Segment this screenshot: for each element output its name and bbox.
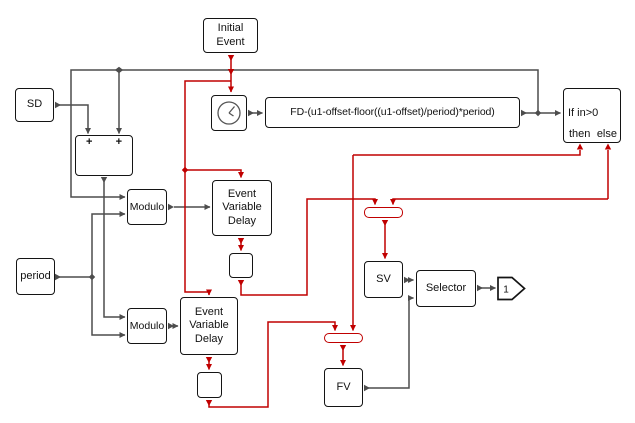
fv-block[interactable]: FV — [324, 368, 363, 407]
delay-bottom-output-port — [205, 357, 213, 363]
wire-register2-to-merge2[interactable] — [208, 321, 338, 408]
wire-event-to-delay-bottom[interactable] — [184, 80, 231, 296]
delay-top-output-port — [237, 238, 245, 244]
sv-block[interactable]: SV — [364, 261, 403, 298]
fv-label: FV — [336, 380, 351, 393]
wire-fv-to-selector[interactable] — [368, 295, 414, 389]
register2-output-port — [205, 400, 213, 406]
initial-event-label: Initial Event — [216, 22, 245, 48]
expression-block[interactable]: FD-(u1-offset-floor((u1-offset)/period)*… — [265, 97, 520, 128]
clock-output-port — [248, 109, 254, 117]
if-then-label: then — [569, 128, 591, 140]
event-variable-delay-bottom-block[interactable]: Event Variable Delay — [180, 297, 238, 355]
if-condition-label: If in>0 — [568, 107, 599, 119]
event-variable-delay-bottom-label: Event Variable Delay — [189, 305, 229, 345]
period-block[interactable]: period — [16, 258, 55, 295]
register2-block[interactable] — [197, 372, 222, 398]
wire-period-to-modulo-bottom[interactable] — [91, 277, 126, 338]
wire-register1-to-merge1[interactable] — [240, 198, 378, 296]
wire-period-to-modulo-top[interactable] — [91, 211, 126, 277]
junction-feedback-top[interactable] — [114, 66, 124, 74]
wire-to-then-input[interactable] — [353, 150, 581, 156]
modulo-bottom-block[interactable]: Modulo — [127, 308, 167, 344]
modulo-top-output-port — [168, 203, 174, 211]
modulo-bottom-output-port — [168, 322, 174, 330]
junction-expression-branch[interactable] — [534, 109, 542, 117]
register1-block[interactable] — [229, 253, 253, 278]
output-port-1[interactable]: 1 — [497, 276, 526, 301]
event-line-arrowhead — [227, 69, 235, 75]
if-block[interactable]: If in>0 then else — [563, 88, 621, 143]
sv-label: SV — [376, 272, 391, 285]
sd-label: SD — [26, 98, 43, 111]
fv-output-port — [364, 384, 370, 392]
wire-else-to-merge1[interactable] — [390, 198, 608, 205]
merge2-block[interactable] — [324, 333, 363, 343]
clock-icon — [217, 101, 241, 125]
wire-sd-to-adder[interactable] — [57, 104, 91, 134]
period-output-port — [55, 273, 61, 281]
selector-label: Selector — [425, 281, 467, 294]
if-else-label: else — [596, 128, 617, 140]
else-input-arrowhead — [604, 143, 612, 150]
expression-output-port — [521, 109, 527, 117]
modulo-top-label: Modulo — [129, 200, 165, 213]
wire-adder-to-modulo-bottom[interactable] — [103, 181, 126, 320]
wire-feedback-to-modulo-top[interactable] — [70, 69, 539, 200]
junction-period-branch[interactable] — [88, 273, 96, 281]
merge1-output-port — [381, 220, 389, 226]
modulo-top-block[interactable]: Modulo — [127, 189, 167, 225]
selector-block[interactable]: Selector — [416, 270, 476, 307]
initialevent-output-port — [227, 55, 235, 61]
selector-output-port — [477, 284, 483, 292]
then-input-arrowhead — [576, 143, 584, 150]
sd-output-port — [55, 101, 61, 109]
merge1-block[interactable] — [364, 207, 403, 218]
junction-event-branch[interactable] — [181, 166, 189, 174]
adder-block[interactable]: + + — [75, 135, 133, 176]
sd-block[interactable]: SD — [15, 88, 54, 122]
adder-plus-right: + — [115, 136, 122, 148]
sv-output-port — [404, 276, 410, 284]
expression-label: FD-(u1-offset-floor((u1-offset)/period)*… — [290, 106, 495, 119]
merge2-output-port — [339, 345, 347, 351]
period-label: period — [20, 269, 51, 282]
initial-event-block[interactable]: Initial Event — [203, 18, 258, 53]
wire-event-to-delay-top[interactable] — [185, 169, 244, 178]
output-port-label: 1 — [503, 285, 509, 296]
register1-output-port — [237, 280, 245, 286]
clock-block[interactable] — [211, 95, 247, 131]
modulo-bottom-label: Modulo — [129, 319, 165, 332]
adder-plus-left: + — [86, 136, 93, 148]
event-variable-delay-top-block[interactable]: Event Variable Delay — [212, 180, 272, 236]
event-variable-delay-top-label: Event Variable Delay — [222, 187, 262, 227]
adder-output-port — [100, 177, 108, 183]
